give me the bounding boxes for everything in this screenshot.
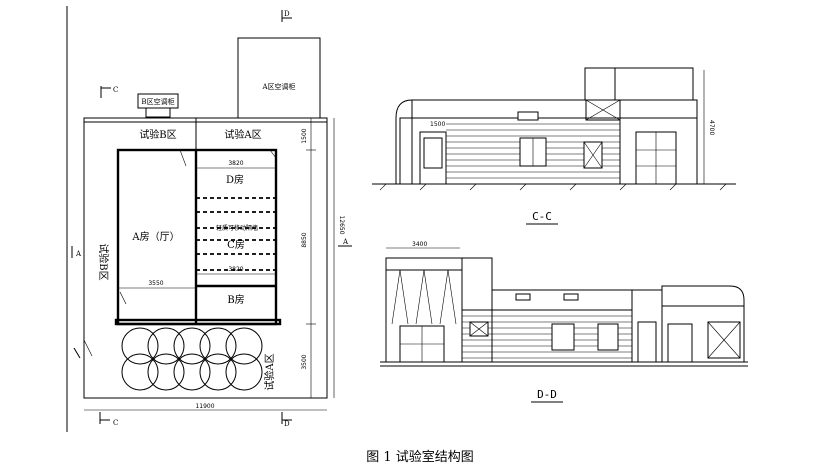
dim-12650: 12650 [338, 215, 345, 234]
section-mark-c-bottom-label: C [113, 419, 118, 427]
dd-duct-lines [391, 269, 457, 325]
plan-view: D D C C B区空调柜 A区空调柜 [66, 6, 352, 432]
dim-3500: 3500 [301, 354, 308, 369]
dim-3820-a: 3820 [228, 266, 243, 273]
b-ac-unit-label: B区空调柜 [141, 97, 174, 106]
dd-door [637, 321, 657, 363]
zone-a-top-label: 试验A区 [224, 128, 261, 141]
movable-wall-label: 轻质可移动隔墙 [216, 224, 258, 232]
partition-band [114, 318, 282, 326]
cc-dim-4700: 4700 [708, 120, 715, 135]
ceiling-diffusers [121, 327, 263, 391]
section-mark-d-bottom-label: D [284, 420, 290, 428]
side-marker [73, 347, 81, 359]
a-ac-unit: A区空调柜 [237, 37, 321, 119]
dd-tall-block [385, 257, 463, 363]
cc-dim-1500: 1500 [430, 121, 445, 128]
dim-3550: 3550 [148, 280, 163, 287]
cc-title: C-C [532, 210, 552, 223]
zone-b-top-label: 试验B区 [139, 128, 176, 141]
dd-ac-unit [707, 321, 741, 359]
duct-curve [395, 99, 413, 184]
b-ac-unit: B区空调柜 [137, 93, 179, 118]
section-mark-d-top: D [281, 10, 292, 22]
plan-dimensions: 1500 8850 3500 3550 3820 3820 11900 1265… [84, 118, 345, 411]
room-a-label: A房（厅） [131, 230, 179, 243]
outer-wall [83, 117, 328, 399]
dd-building [491, 289, 663, 363]
dd-annex [661, 285, 745, 362]
section-mark-c-label: C [113, 86, 118, 94]
section-mark-d-label: D [284, 10, 290, 18]
section-mark-a-right: A [338, 238, 352, 247]
dim-1500: 1500 [301, 128, 308, 143]
dim-3820-b: 3820 [228, 160, 243, 167]
door-swing [179, 149, 187, 167]
door-swing [269, 149, 277, 159]
door-swing [83, 339, 93, 357]
room-d-label: D房 [226, 173, 244, 186]
dim-8850: 8850 [301, 232, 308, 247]
door-swing [119, 291, 127, 305]
elevation-d-d: 3400 [380, 241, 748, 403]
section-mark-c-top: C [100, 86, 118, 98]
figure-caption: 图 1 试验室结构图 [366, 450, 474, 465]
a-ac-unit-label: A区空调柜 [261, 82, 295, 91]
zone-a-bottom-label: 试验A区 [263, 353, 276, 390]
dd-window [551, 323, 575, 351]
dd-dim-3400: 3400 [412, 241, 427, 248]
dim-11900: 11900 [195, 403, 214, 410]
dd-window-2 [597, 323, 619, 351]
elevation-c-c: 1500 4700 C-C [372, 67, 736, 225]
cc-vent [517, 111, 539, 121]
section-mark-d-bottom: D [281, 412, 292, 428]
section-mark-c-bottom: C [99, 412, 118, 427]
section-mark-a-left-label: A [75, 250, 82, 258]
section-mark-a-right-label: A [342, 238, 349, 246]
roof-unit [584, 67, 694, 101]
zone-b-side-label: 试验B区 [97, 243, 110, 280]
room-c-label: C房 [227, 238, 245, 251]
room-b-label: B房 [227, 293, 244, 306]
section-mark-a-left: A [71, 246, 82, 258]
dd-title: D-D [537, 388, 557, 401]
